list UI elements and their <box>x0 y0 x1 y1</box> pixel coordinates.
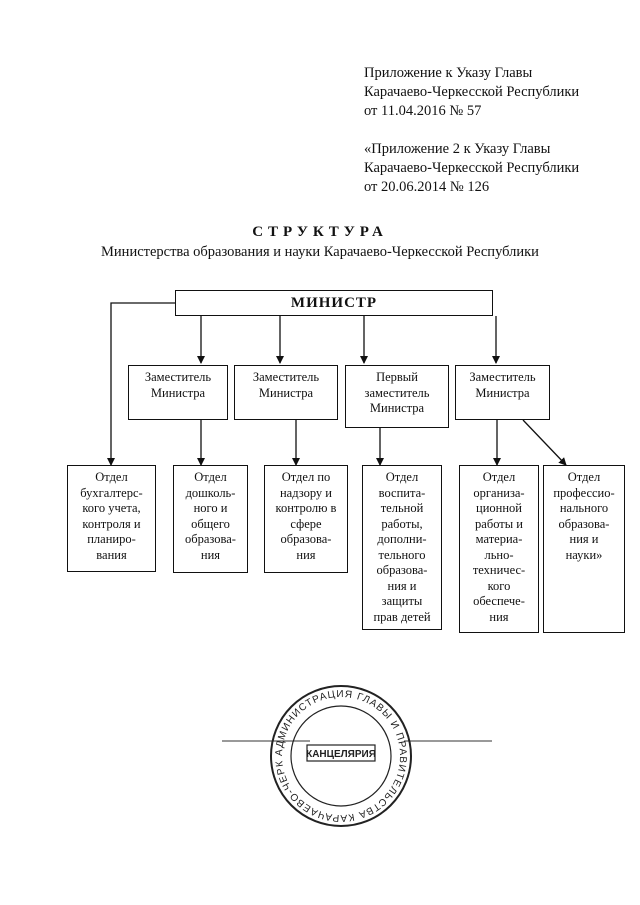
department-label: образова- <box>376 563 428 577</box>
department-label: прав детей <box>373 609 431 624</box>
minister-label: МИНИСТР <box>290 295 378 311</box>
department-label: образова- <box>280 532 332 546</box>
deputy-box: Заместитель Министра <box>455 365 550 420</box>
department-label: Отдел <box>482 470 516 484</box>
deputy-label: Заместитель <box>469 370 536 384</box>
deputy-box: Заместитель Министра <box>128 365 228 420</box>
department-label: Отдел <box>385 470 419 484</box>
department-label: нального <box>559 501 609 515</box>
deputy-box: Заместитель Министра <box>234 365 338 420</box>
deputy-label: заместитель <box>364 385 430 400</box>
department-label: ния и <box>387 578 417 593</box>
department-label: контролю в <box>275 501 337 515</box>
department-label: планиро- <box>87 532 136 546</box>
deputy-label: Министра <box>150 385 206 400</box>
department-label: ного и <box>193 501 228 515</box>
department-label: работы и <box>475 516 523 531</box>
department-label: науки» <box>565 547 603 562</box>
department-label: ния и <box>569 532 599 546</box>
department-box-accounting: Отдел бухгалтерс- кого учета, контроля и… <box>67 465 156 572</box>
department-label: тельной <box>380 501 424 515</box>
connector-dep4-professional <box>522 419 567 466</box>
department-label: льно- <box>484 547 514 562</box>
department-label: общего <box>191 516 230 531</box>
appendix-reference-current: Приложение к Указу Главы Карачаево-Черке… <box>364 64 579 121</box>
department-label: кого <box>487 578 511 593</box>
appendix-line: Карачаево-Черкесской Республики <box>364 160 580 176</box>
department-label: дополни- <box>377 532 427 546</box>
department-box-preschool: Отдел дошколь- ного и общего образова- н… <box>173 465 248 573</box>
department-label: воспита- <box>378 485 426 500</box>
seal-inner-ring <box>290 705 392 807</box>
seal-center-label: КАНЦЕЛЯРИЯ <box>306 749 376 760</box>
department-box-supervision: Отдел по надзору и контролю в сфере обра… <box>264 465 348 573</box>
appendix-line: от 11.04.2016 № 57 <box>364 103 482 119</box>
deputy-label: Заместитель <box>252 370 320 384</box>
seal-outer-ring <box>270 685 412 827</box>
deputy-label: Министра <box>475 385 530 400</box>
department-box-organization: Отдел организа- ционной работы и материа… <box>459 465 539 633</box>
department-label: обеспече- <box>473 594 525 608</box>
appendix-line: от 20.06.2014 № 126 <box>364 179 490 195</box>
department-label: защиты <box>381 594 423 608</box>
department-label: ния <box>296 547 316 562</box>
department-label: дошколь- <box>185 485 236 500</box>
department-label: техничес- <box>472 563 526 577</box>
department-label: вания <box>96 547 127 562</box>
department-label: ционной <box>476 501 522 515</box>
department-label: Отдел <box>194 470 227 484</box>
appendix-line: Карачаево-Черкесской Республики <box>364 84 580 100</box>
department-label: Отдел <box>95 470 128 484</box>
deputy-label: Министра <box>258 385 314 400</box>
department-label: контроля и <box>82 516 141 531</box>
department-label: ния <box>489 609 509 624</box>
document-title: СТРУКТУРА <box>252 224 388 240</box>
department-label: профессио- <box>553 485 615 500</box>
department-label: работы, <box>381 516 423 531</box>
deputy-label: Заместитель <box>144 370 212 384</box>
department-box-professional: Отдел профессио- нального образова- ния … <box>543 465 625 633</box>
appendix-line: «Приложение 2 к Указу Главы <box>364 141 551 157</box>
department-label: тельного <box>378 547 426 562</box>
department-label: образова- <box>185 532 236 546</box>
department-label: организа- <box>473 485 525 500</box>
official-seal-stamp: АДМИНИСТРАЦИЯ ГЛАВЫ И ПРАВИТЕЛЬСТВА КАРА… <box>268 683 412 827</box>
seal-label-frame <box>306 744 376 762</box>
deputy-label: Министра <box>369 401 425 415</box>
department-label: надзору и <box>279 485 332 500</box>
department-box-upbringing: Отдел воспита- тельной работы, дополни- … <box>362 465 442 630</box>
department-label: Отдел <box>567 470 601 484</box>
deputy-label: Первый <box>376 370 418 384</box>
department-label: ния <box>200 547 221 562</box>
department-label: Отдел по <box>281 470 331 484</box>
department-label: бухгалтерс- <box>80 485 143 500</box>
minister-box: МИНИСТР <box>175 290 493 316</box>
document-subtitle: Министерства образования и науки Карачае… <box>101 244 539 260</box>
first-deputy-box: Первый заместитель Министра <box>345 365 449 428</box>
department-label: образова- <box>558 516 610 531</box>
appendix-reference-previous: «Приложение 2 к Указу Главы Карачаево-Че… <box>364 140 579 197</box>
department-label: кого учета, <box>82 501 141 515</box>
appendix-line: Приложение к Указу Главы <box>364 65 533 81</box>
department-label: материа- <box>475 532 523 546</box>
connector-minister-accounting <box>107 302 175 466</box>
department-label: сфере <box>290 516 322 531</box>
